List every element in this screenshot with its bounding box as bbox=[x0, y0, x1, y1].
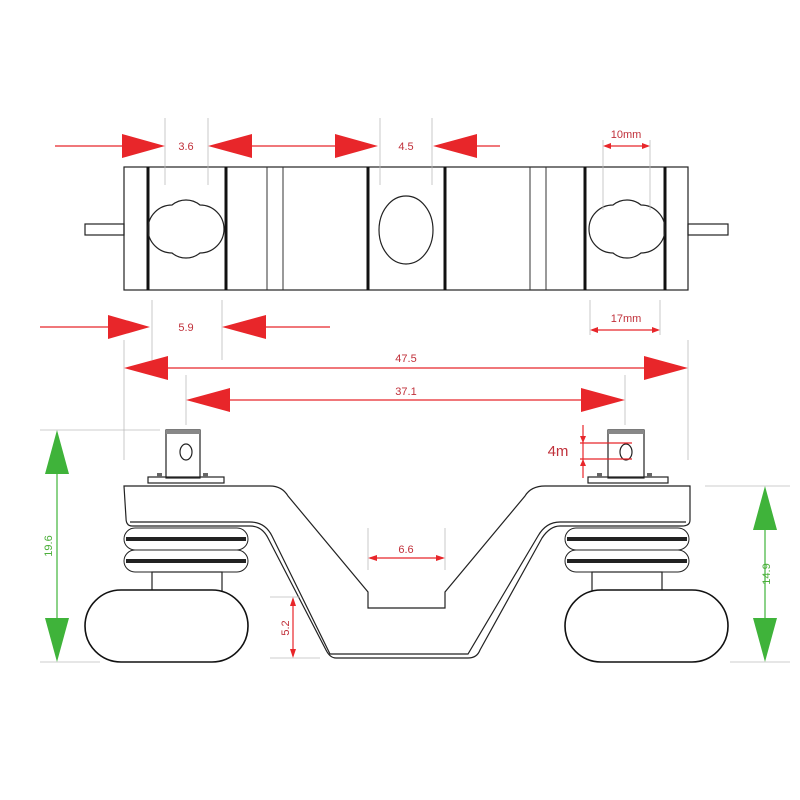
dimension-47-5: 47.5 bbox=[124, 353, 688, 380]
dimension-14-9: 14.9 bbox=[705, 485, 790, 663]
dimension-37-1: 37.1 bbox=[186, 386, 625, 412]
bar-body bbox=[123, 166, 689, 291]
dimension-label: 5.9 bbox=[178, 322, 193, 334]
mount-tab-left bbox=[147, 429, 225, 484]
bellows-left bbox=[123, 527, 249, 593]
dimension-17mm: 17mm bbox=[590, 313, 660, 333]
dimension-19-6: 19.6 bbox=[40, 429, 160, 663]
segment-lines bbox=[146, 167, 667, 290]
dimension-hole-4m: 4m bbox=[548, 425, 632, 478]
dimension-4-5: 4.5 bbox=[335, 134, 500, 158]
dimension-3-6: 3.6 bbox=[55, 134, 335, 158]
dimension-label: 37.1 bbox=[395, 386, 416, 398]
dimension-10mm: 10mm bbox=[603, 129, 650, 149]
bellows-right bbox=[564, 527, 690, 593]
dimension-label: 4.5 bbox=[398, 141, 413, 153]
dimension-6-6: 6.6 bbox=[367, 528, 446, 570]
dimension-label: 47.5 bbox=[395, 353, 416, 365]
dimension-5-9: 5.9 bbox=[40, 315, 330, 339]
wheel-right bbox=[564, 589, 729, 663]
dimension-label: 6.6 bbox=[398, 544, 413, 556]
wheel-left bbox=[84, 589, 249, 663]
dimension-label: 10mm bbox=[611, 129, 642, 141]
keyhole-right bbox=[588, 199, 666, 259]
dimension-label: 14.9 bbox=[761, 563, 773, 584]
bracket bbox=[123, 485, 691, 659]
right-pin bbox=[687, 223, 729, 236]
keyhole-left bbox=[147, 199, 225, 259]
dimension-label: 5.2 bbox=[280, 620, 292, 635]
dimension-label: 19.6 bbox=[43, 535, 55, 556]
side-view: 19.6 14.9 6.6 5.2 bbox=[40, 425, 790, 663]
dimension-5-2: 5.2 bbox=[270, 596, 320, 659]
top-view: 3.6 4.5 10mm 5.9 17mm bbox=[40, 118, 729, 460]
dimension-label: 3.6 bbox=[178, 141, 193, 153]
dimension-label: 4m bbox=[548, 443, 569, 460]
extension-lines bbox=[123, 118, 689, 460]
dimension-label: 17mm bbox=[611, 313, 642, 325]
center-hole bbox=[378, 195, 434, 265]
left-pin bbox=[84, 223, 125, 236]
mount-tab-right bbox=[587, 429, 669, 484]
